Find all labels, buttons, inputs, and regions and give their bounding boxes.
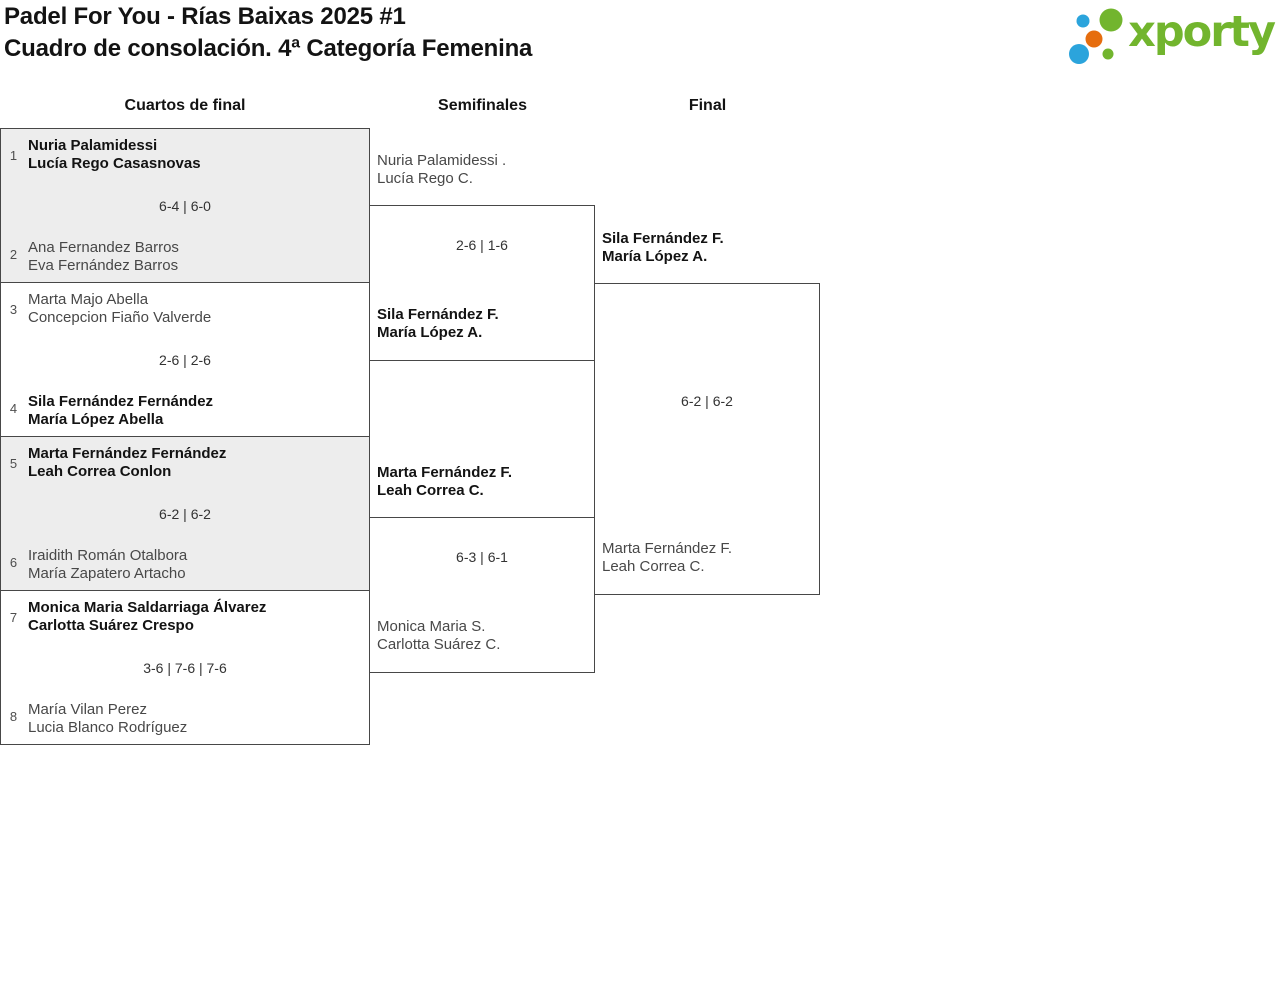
player-name: Marta Fernández F. [602, 540, 733, 557]
match-score: 6-2 | 6-2 [159, 506, 211, 522]
team-pair-top: Monica Maria Saldarriaga Álvarez Carlott… [28, 599, 266, 634]
seed-number-bottom: 6 [9, 555, 18, 570]
sf-match-1[interactable]: Nuria Palamidessi . Lucía Rego C. 2-6 | … [369, 152, 595, 361]
player-name: Carlotta Suárez C. [377, 635, 501, 653]
team-pair-bottom: Sila Fernández F. María López A. [377, 306, 499, 341]
seed-number-bottom: 8 [9, 709, 18, 724]
sf-match-2[interactable]: Marta Fernández F. Leah Correa C. 6-3 | … [369, 464, 595, 673]
player-name: Sila Fernández F. [377, 306, 499, 323]
player-name: Leah Correa C. [377, 481, 484, 499]
page-subtitle: Cuadro de consolación. 4ª Categoría Feme… [4, 35, 533, 62]
player-name: Marta Fernández Fernández [28, 445, 227, 462]
player-name: Nuria Palamidessi [28, 137, 158, 154]
seed-number-top: 3 [9, 302, 18, 317]
player-name: Sila Fernández Fernández [28, 393, 214, 410]
match-score: 2-6 | 2-6 [159, 352, 211, 368]
player-name: Marta Majo Abella [28, 291, 149, 308]
xporty-dots-icon [1069, 8, 1123, 64]
page-title: Padel For You - Rías Baixas 2025 #1 [4, 3, 406, 30]
player-name: Concepcion Fiaño Valverde [28, 308, 212, 326]
match-score: 6-2 | 6-2 [681, 393, 733, 409]
final-match[interactable]: Sila Fernández F. María López A. 6-2 | 6… [594, 230, 820, 595]
player-name: Monica Maria S. [377, 618, 486, 635]
player-name: Marta Fernández F. [377, 464, 513, 481]
player-name: Eva Fernández Barros [28, 256, 179, 274]
team-pair-bottom: Monica Maria S. Carlotta Suárez C. [377, 618, 500, 653]
player-name: Leah Correa C. [602, 557, 705, 575]
qf-match-1[interactable]: 1 Nuria Palamidessi Lucía Rego Casasnova… [0, 128, 370, 283]
team-pair-bottom: María Vilan Perez Lucia Blanco Rodríguez [28, 701, 187, 736]
team-pair-top: Sila Fernández F. María López A. [602, 230, 724, 265]
seed-number-top: 1 [9, 148, 18, 163]
player-name: Monica Maria Saldarriaga Álvarez [28, 599, 267, 616]
seed-number-bottom: 2 [9, 247, 18, 262]
xporty-logo-text: xporty [1128, 6, 1276, 57]
seed-number-top: 5 [9, 456, 18, 471]
player-name: Iraidith Román Otalbora [28, 547, 188, 564]
team-pair-bottom: Marta Fernández F. Leah Correa C. [602, 540, 732, 575]
qf-match-4[interactable]: 7 Monica Maria Saldarriaga Álvarez Carlo… [0, 590, 370, 745]
match-score: 6-3 | 6-1 [456, 549, 508, 565]
seed-number-top: 7 [9, 610, 18, 625]
team-pair-top: Nuria Palamidessi Lucía Rego Casasnovas [28, 137, 201, 172]
quarterfinals-column: 1 Nuria Palamidessi Lucía Rego Casasnova… [0, 128, 370, 745]
player-name: Leah Correa Conlon [28, 462, 172, 480]
player-name: Carlotta Suárez Crespo [28, 616, 194, 634]
player-name: Nuria Palamidessi . [377, 152, 507, 169]
round-header-quarterfinals: Cuartos de final [124, 97, 246, 114]
round-header-semifinals: Semifinales [438, 97, 527, 114]
player-name: María López A. [377, 323, 483, 341]
match-score: 6-4 | 6-0 [159, 198, 211, 214]
match-score: 3-6 | 7-6 | 7-6 [143, 660, 227, 676]
player-name: Ana Fernandez Barros [28, 239, 179, 256]
team-pair-bottom: Ana Fernandez Barros Eva Fernández Barro… [28, 239, 179, 274]
team-pair-bottom: Sila Fernández Fernández María López Abe… [28, 393, 213, 428]
player-name: Lucía Rego Casasnovas [28, 154, 201, 172]
team-pair-top: Marta Fernández F. Leah Correa C. [377, 464, 512, 499]
player-name: María López A. [602, 247, 708, 265]
team-pair-bottom: Iraidith Román Otalbora María Zapatero A… [28, 547, 187, 582]
seed-number-bottom: 4 [9, 401, 18, 416]
player-name: Sila Fernández F. [602, 230, 724, 247]
team-pair-top: Marta Majo Abella Concepcion Fiaño Valve… [28, 291, 211, 326]
round-header-final: Final [688, 97, 727, 114]
xporty-logo[interactable]: xporty [1061, 5, 1276, 67]
player-name: María Vilan Perez [28, 701, 147, 718]
player-name: María Zapatero Artacho [28, 564, 186, 582]
match-score: 2-6 | 1-6 [456, 237, 508, 253]
qf-match-2[interactable]: 3 Marta Majo Abella Concepcion Fiaño Val… [0, 282, 370, 437]
player-name: Lucía Rego C. [377, 169, 473, 187]
player-name: María López Abella [28, 410, 164, 428]
qf-match-3[interactable]: 5 Marta Fernández Fernández Leah Correa … [0, 436, 370, 591]
team-pair-top: Marta Fernández Fernández Leah Correa Co… [28, 445, 226, 480]
team-pair-top: Nuria Palamidessi . Lucía Rego C. [377, 152, 506, 187]
player-name: Lucia Blanco Rodríguez [28, 718, 188, 736]
